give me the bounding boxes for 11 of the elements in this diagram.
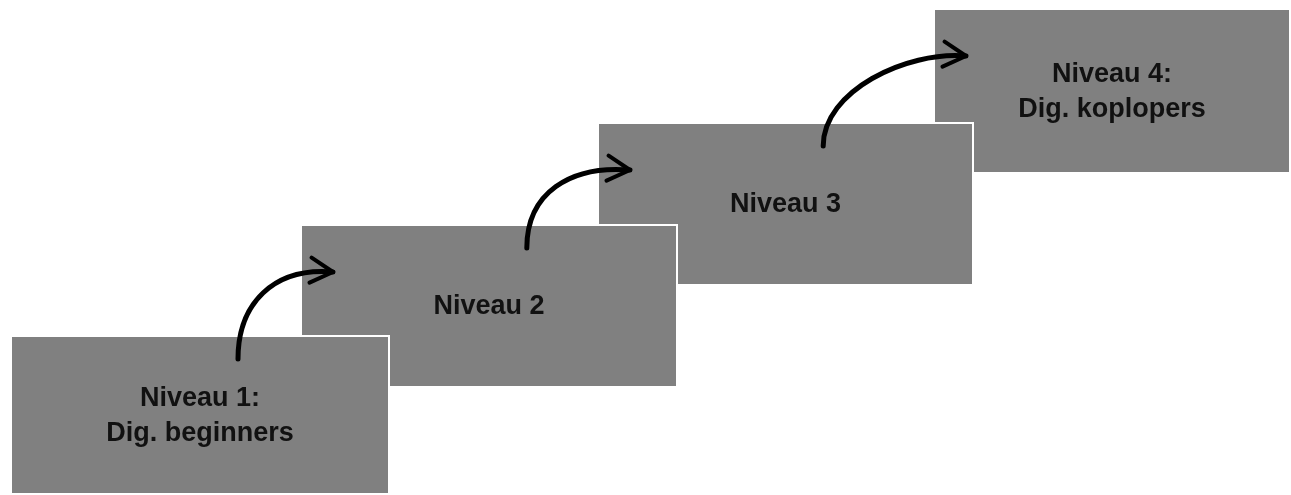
curved-arrow bbox=[524, 154, 633, 251]
step-box bbox=[10, 335, 390, 495]
step-box bbox=[300, 224, 678, 388]
step-label: Niveau 2 bbox=[432, 289, 546, 323]
step-box bbox=[597, 122, 974, 286]
step-label: Niveau 3 bbox=[728, 187, 843, 221]
step-box bbox=[933, 8, 1291, 174]
curved-arrow bbox=[235, 256, 336, 362]
curved-arrow bbox=[820, 41, 969, 149]
step-label: Niveau 4: Dig. koplopers bbox=[1017, 56, 1207, 125]
step-label: Niveau 1: Dig. beginners bbox=[105, 380, 295, 449]
